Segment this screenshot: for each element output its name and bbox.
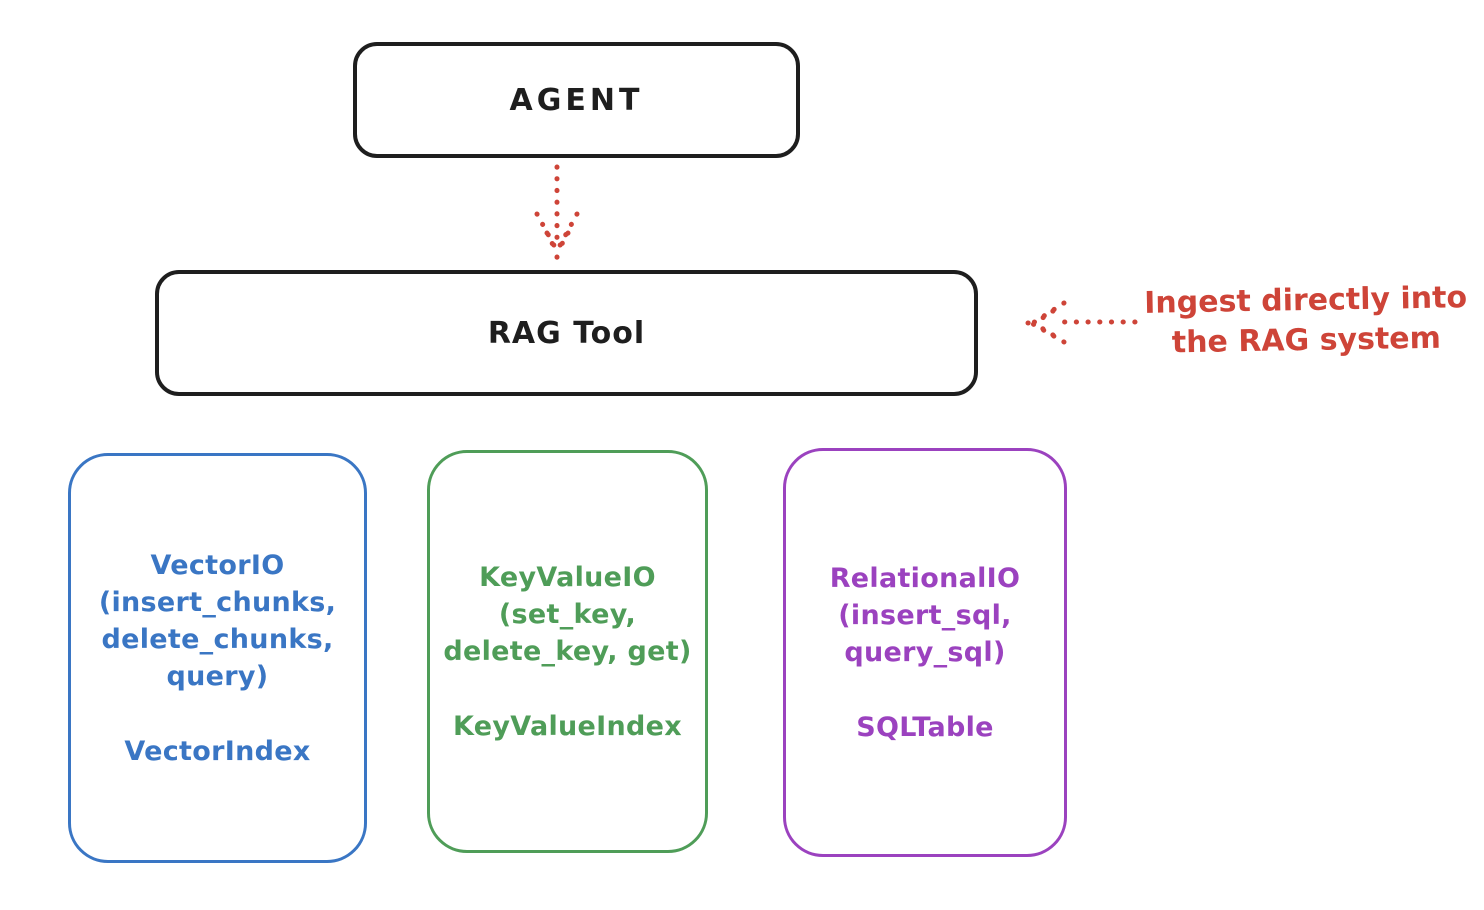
keyvalue-index-label: KeyValueIndex: [452, 710, 682, 742]
agent-to-ragtool-arrow-icon: [534, 164, 580, 260]
relational-io-title-line: (insert_sql,: [838, 599, 1012, 631]
relational-io-node: RelationalIO (insert_sql, query_sql) SQL…: [783, 448, 1067, 857]
vector-io-node: VectorIO (insert_chunks, delete_chunks, …: [68, 453, 367, 863]
vector-index-label: VectorIndex: [124, 735, 311, 767]
vector-io-title-line: (insert_chunks,: [98, 586, 337, 618]
keyvalue-io-title-line: (set_key,: [498, 598, 637, 630]
keyvalue-io-title-line: KeyValueIO: [479, 561, 656, 593]
rag-tool-node: RAG Tool: [155, 270, 978, 396]
ingest-annotation-line1: Ingest directly into: [1143, 280, 1468, 321]
keyvalue-io-title-line: delete_key, get): [443, 635, 692, 667]
keyvalue-io-node: KeyValueIO (set_key, delete_key, get) Ke…: [427, 450, 708, 853]
ingest-annotation-arrow-icon: [1025, 300, 1138, 345]
relational-io-title-line: query_sql): [844, 636, 1006, 668]
ingest-annotation: Ingest directly into the RAG system: [1127, 278, 1484, 364]
sql-table-label: SQLTable: [856, 711, 994, 743]
vector-io-title-line: VectorIO: [150, 549, 285, 581]
ingest-annotation-line2: the RAG system: [1171, 320, 1442, 361]
rag-tool-node-label: RAG Tool: [487, 315, 646, 351]
vector-io-title-line: delete_chunks,: [101, 623, 334, 655]
relational-io-title-line: RelationalIO: [829, 562, 1021, 594]
agent-node: AGENT: [353, 42, 800, 158]
agent-node-label: AGENT: [509, 82, 644, 118]
vector-io-title-line: query): [166, 660, 269, 692]
